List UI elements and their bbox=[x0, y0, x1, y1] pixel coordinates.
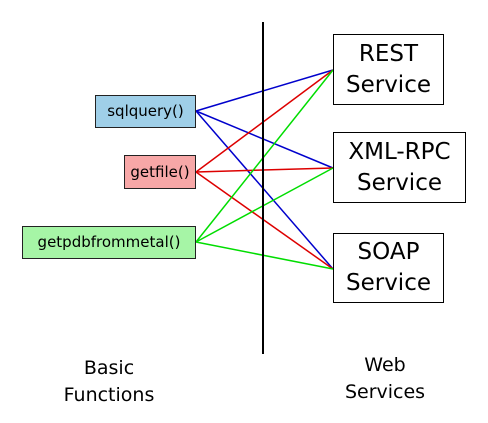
function-box-getfile: getfile() bbox=[124, 155, 196, 189]
service-name: XML-RPC bbox=[348, 138, 451, 165]
connection-getfile-to-xmlrpc bbox=[195, 167, 334, 173]
connection-getfile-to-soap bbox=[195, 171, 334, 270]
service-box-soap: SOAP Service bbox=[333, 233, 444, 303]
connection-sqlquery-to-rest bbox=[195, 69, 334, 112]
connection-sqlquery-to-xmlrpc bbox=[195, 110, 334, 169]
connection-getpdb-to-xmlrpc bbox=[195, 167, 334, 243]
service-suffix: Service bbox=[345, 270, 431, 296]
service-name: REST bbox=[358, 40, 419, 67]
connection-getpdb-to-soap bbox=[195, 241, 334, 270]
function-box-getpdbfrommetal: getpdbfrommetal() bbox=[22, 226, 196, 259]
service-suffix: Service bbox=[345, 71, 431, 98]
connection-getfile-to-rest bbox=[195, 69, 334, 173]
caption-line: Services bbox=[344, 381, 426, 403]
service-name: SOAP bbox=[357, 239, 420, 265]
function-box-sqlquery: sqlquery() bbox=[95, 95, 196, 128]
connection-lines bbox=[195, 69, 334, 270]
connection-sqlquery-to-soap bbox=[195, 110, 334, 270]
caption-line: Web bbox=[364, 354, 406, 376]
caption-web-services: Web Services bbox=[330, 352, 440, 406]
caption-line: Functions bbox=[63, 384, 155, 406]
connection-getpdb-to-rest bbox=[195, 69, 334, 243]
caption-line: Basic bbox=[83, 357, 135, 379]
service-suffix: Service bbox=[356, 169, 442, 196]
service-box-rest: REST Service bbox=[333, 34, 444, 105]
caption-basic-functions: Basic Functions bbox=[46, 355, 172, 409]
service-box-xml-rpc: XML-RPC Service bbox=[333, 132, 466, 203]
